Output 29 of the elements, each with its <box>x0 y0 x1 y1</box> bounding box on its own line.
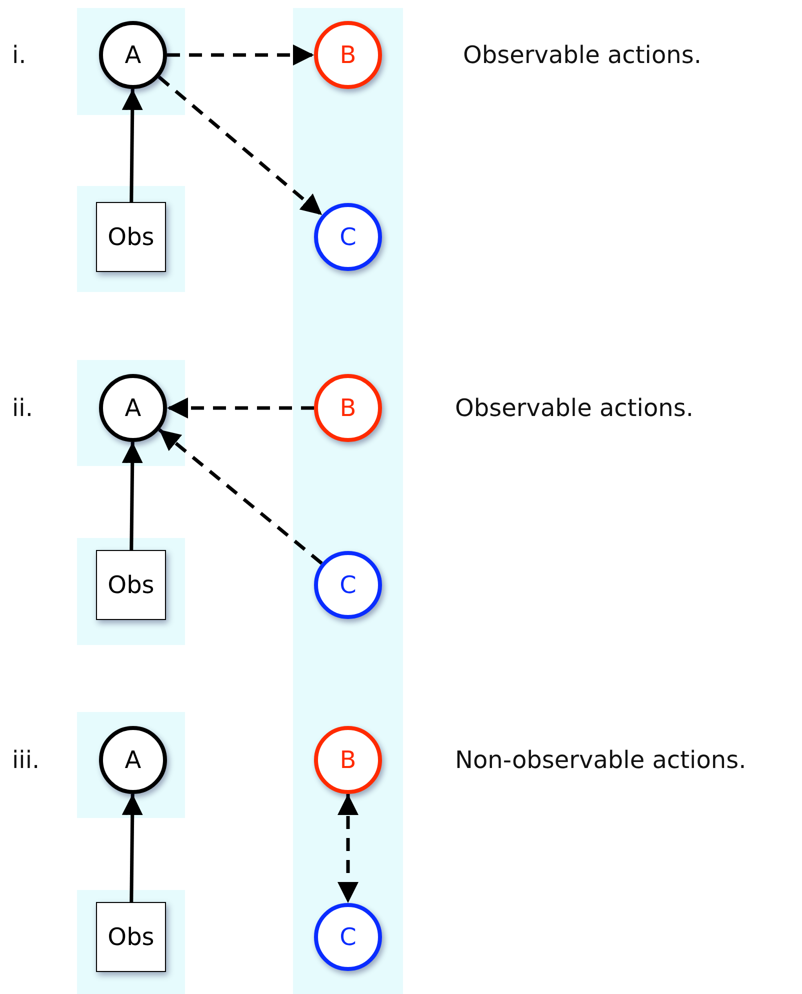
process-box <box>96 550 166 620</box>
node-label: C <box>340 223 356 251</box>
node-label: A <box>124 746 142 774</box>
arrow <box>158 428 323 565</box>
process-box <box>96 202 166 272</box>
node-label: C <box>340 571 356 599</box>
panel-number: ii. <box>12 394 33 422</box>
node-label: A <box>124 394 142 422</box>
node-label: Obs <box>108 571 154 599</box>
node-label: Obs <box>108 923 154 951</box>
process-box <box>96 902 166 972</box>
arrow <box>338 794 358 903</box>
panel-number: iii. <box>12 746 40 774</box>
caption-text: Non-observable actions. <box>455 746 746 774</box>
caption-text: Observable actions. <box>463 41 702 69</box>
node-label: C <box>340 923 356 951</box>
arrow <box>158 76 324 216</box>
arrow <box>122 442 143 550</box>
node-label: B <box>340 41 356 69</box>
node-label: Obs <box>108 223 154 251</box>
panel-number: i. <box>12 41 26 69</box>
arrow <box>122 88 143 202</box>
arrow <box>122 794 143 902</box>
arrow <box>167 398 314 418</box>
node-label: B <box>340 394 356 422</box>
node-label: A <box>124 41 142 69</box>
arrow <box>167 44 314 66</box>
node-label: B <box>340 746 356 774</box>
caption-text: Observable actions. <box>455 394 694 422</box>
